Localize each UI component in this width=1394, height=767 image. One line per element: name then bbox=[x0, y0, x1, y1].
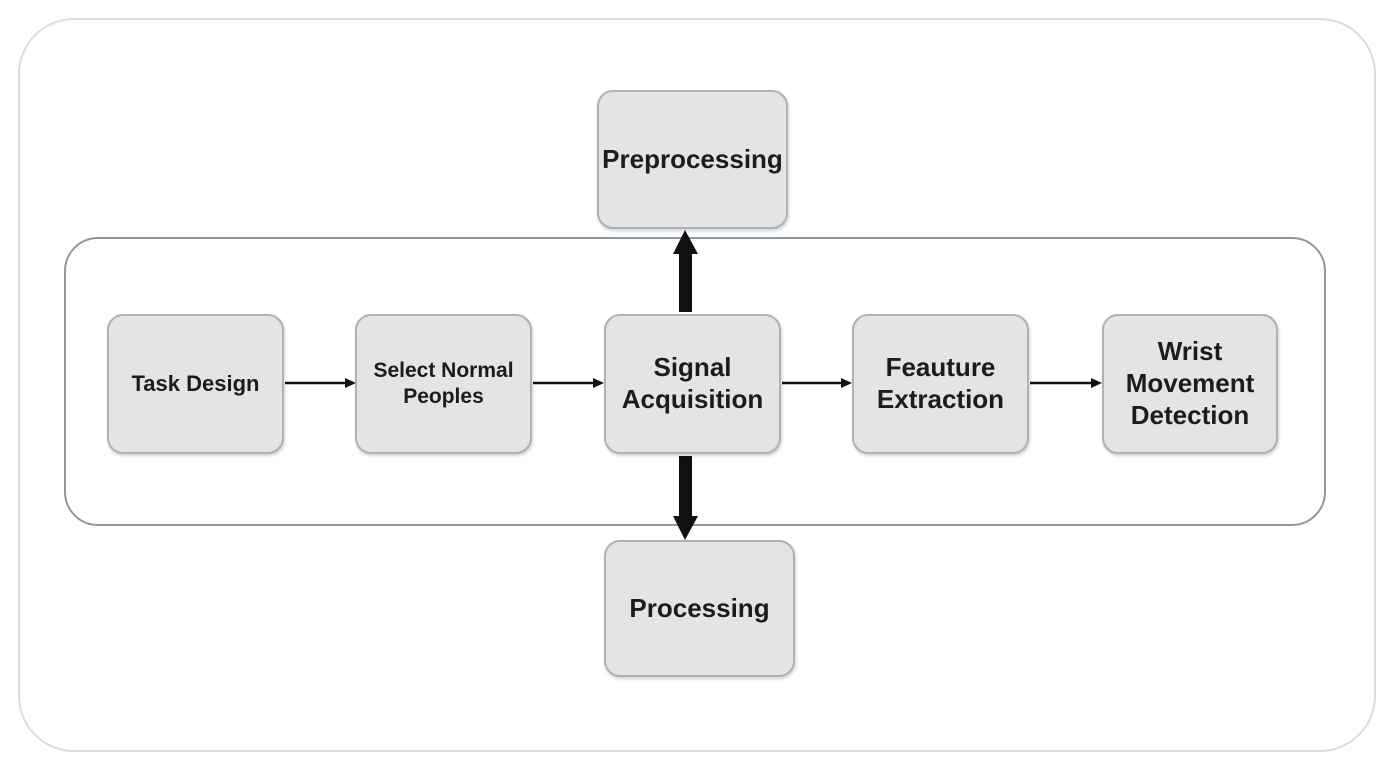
node-wrist-movement-detection: Wrist Movement Detection bbox=[1102, 314, 1278, 454]
node-select-normal-peoples: Select Normal Peoples bbox=[355, 314, 532, 454]
node-task-design: Task Design bbox=[107, 314, 284, 454]
node-preprocessing: Preprocessing bbox=[597, 90, 788, 229]
node-processing: Processing bbox=[604, 540, 795, 677]
node-signal-acquisition: Signal Acquisition bbox=[604, 314, 781, 454]
node-feature-extraction: Feauture Extraction bbox=[852, 314, 1029, 454]
